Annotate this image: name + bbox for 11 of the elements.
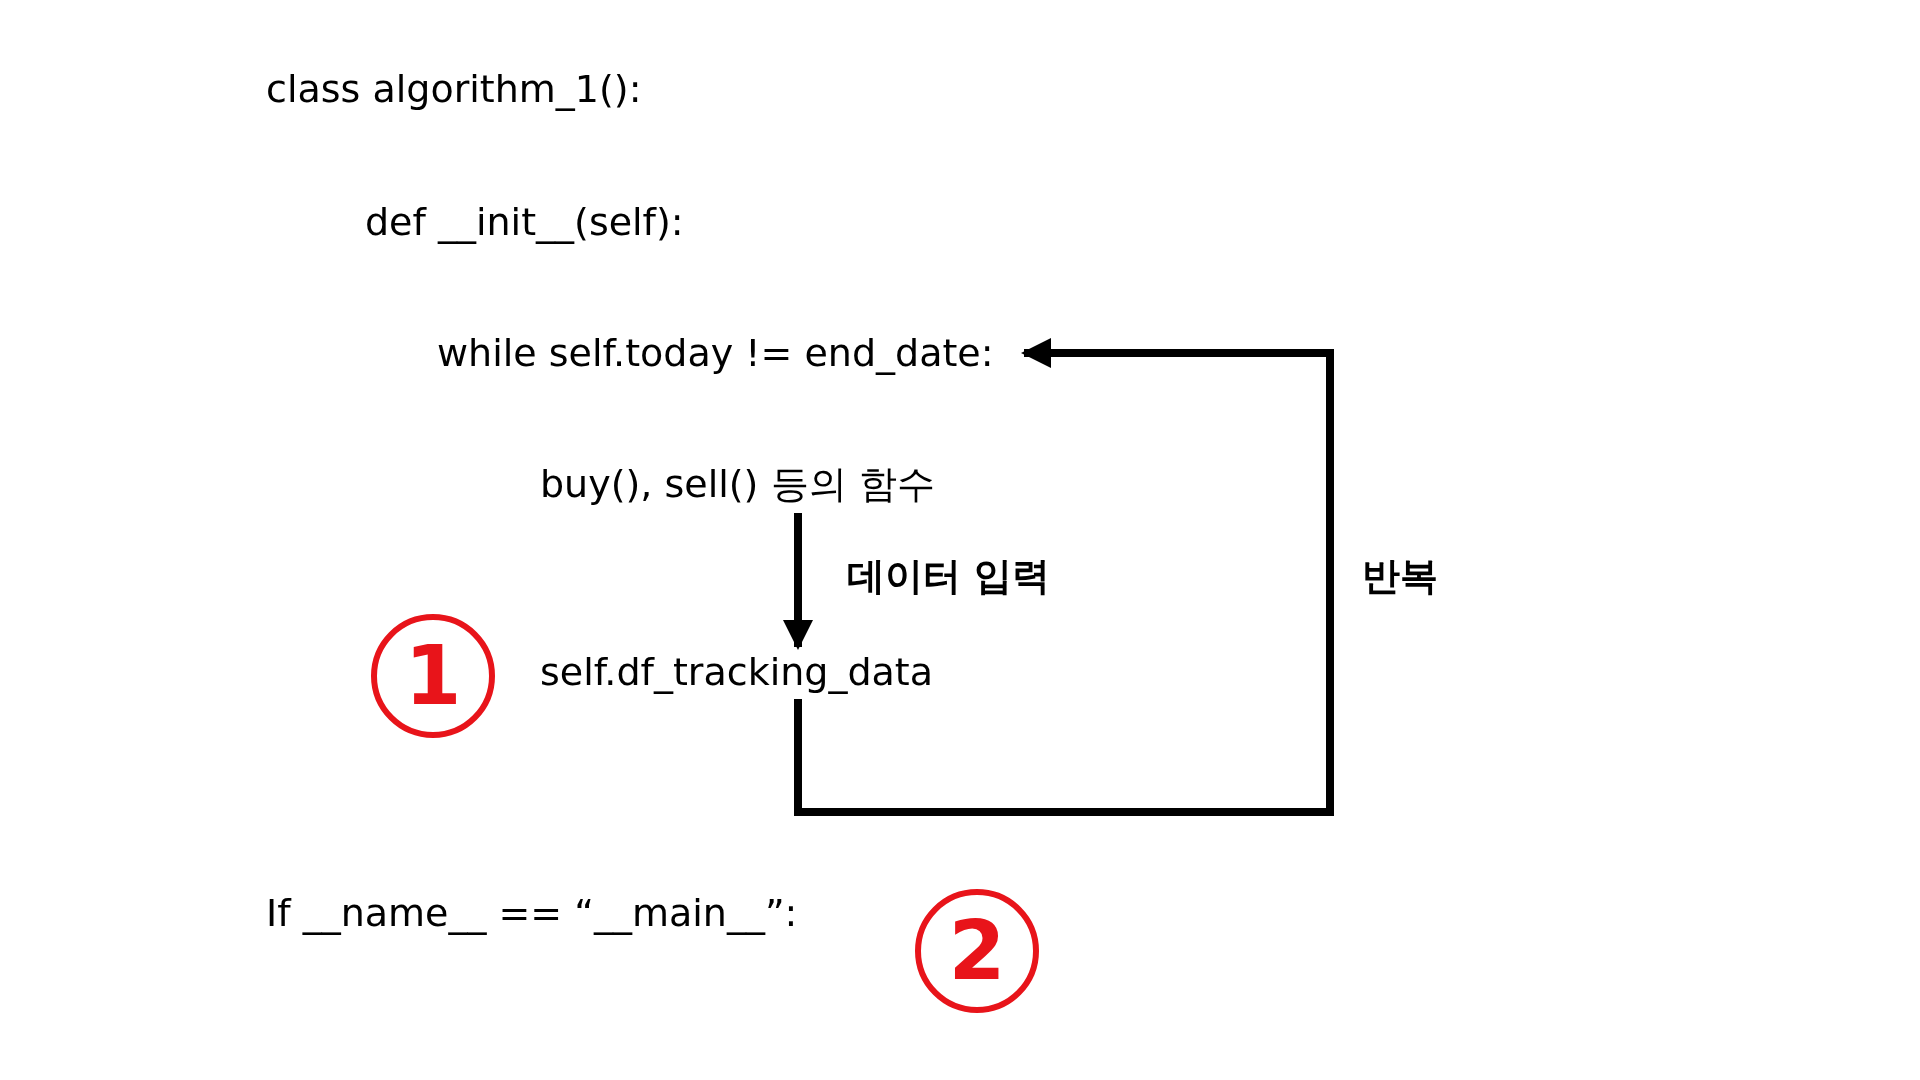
code-line: If __name__ == “__main__”: [266,890,798,936]
arrow [794,338,1334,816]
code-line: buy(), sell() 등의 함수 [540,461,935,507]
callout-number: 2 [915,889,1039,1013]
edge-label: 반복 [1362,553,1438,599]
edge-label: 데이터 입력 [847,553,1051,599]
code-line: class algorithm_1(): [266,66,642,112]
code-line: def __init__(self): [365,199,684,245]
code-line: while self.today != end_date: [437,330,994,376]
code-line: self.df_tracking_data [540,649,933,695]
callout-number: 1 [371,614,495,738]
